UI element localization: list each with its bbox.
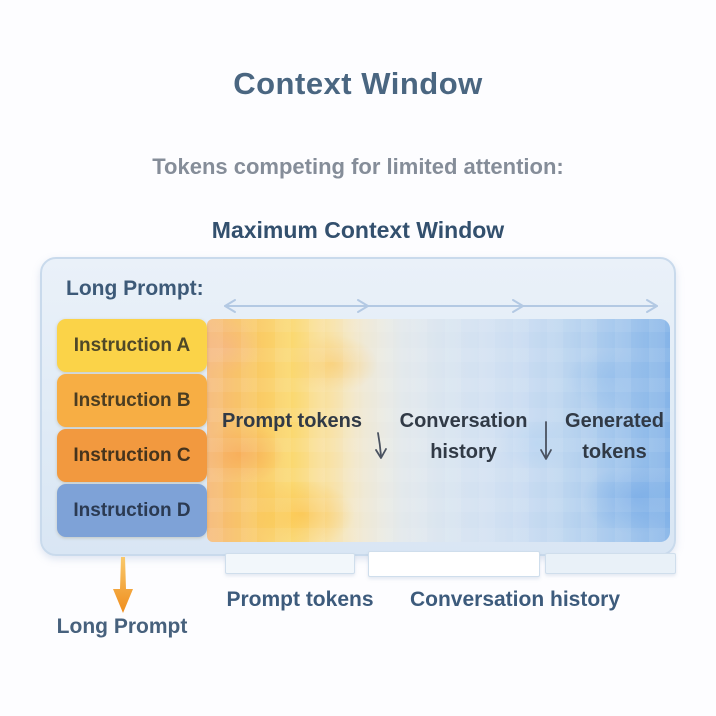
segment-labels-row: Prompt tokens Conversation history Gener	[222, 406, 664, 468]
segment-conversation-line2: history	[430, 441, 497, 463]
down-arrow-icon	[540, 421, 553, 460]
instruction-box-c: Instruction C	[57, 429, 207, 482]
bracket-generated-tokens	[545, 553, 676, 574]
long-prompt-label: Long Prompt:	[66, 277, 204, 300]
long-prompt-caption: Long Prompt	[56, 615, 188, 638]
page-title: Context Window	[233, 66, 483, 101]
subtitle: Tokens competing for limited attention:	[152, 154, 564, 179]
token-gradient-field	[207, 319, 670, 542]
segment-conversation-history: Conversation history	[400, 406, 528, 468]
context-window-box: Long Prompt: Instruction A Instruction B…	[40, 257, 676, 556]
timeline-span-arrow-icon	[224, 299, 658, 313]
down-arrow-icon	[374, 432, 387, 459]
bracket-conversation-history	[368, 551, 540, 577]
instruction-box-a: Instruction A	[57, 319, 207, 372]
segment-generated-tokens: Generated tokens	[565, 406, 664, 468]
segment-conversation-line1: Conversation	[399, 410, 528, 432]
instruction-box-b: Instruction B	[57, 374, 207, 427]
segment-generated-line1: Generated	[565, 410, 664, 432]
instruction-stack: Instruction A Instruction B Instruction …	[57, 319, 207, 539]
segment-generated-line2: tokens	[582, 441, 647, 463]
segment-prompt-tokens-text: Prompt tokens	[222, 410, 363, 432]
instruction-box-d: Instruction D	[57, 484, 207, 537]
segment-prompt-tokens: Prompt tokens	[222, 406, 362, 437]
long-prompt-arrow-icon	[113, 557, 133, 613]
bracket-prompt-tokens	[225, 553, 355, 574]
prompt-tokens-caption: Prompt tokens	[226, 588, 374, 611]
conversation-history-caption: Conversation history	[409, 588, 621, 611]
max-context-window-heading: Maximum Context Window	[211, 217, 505, 243]
